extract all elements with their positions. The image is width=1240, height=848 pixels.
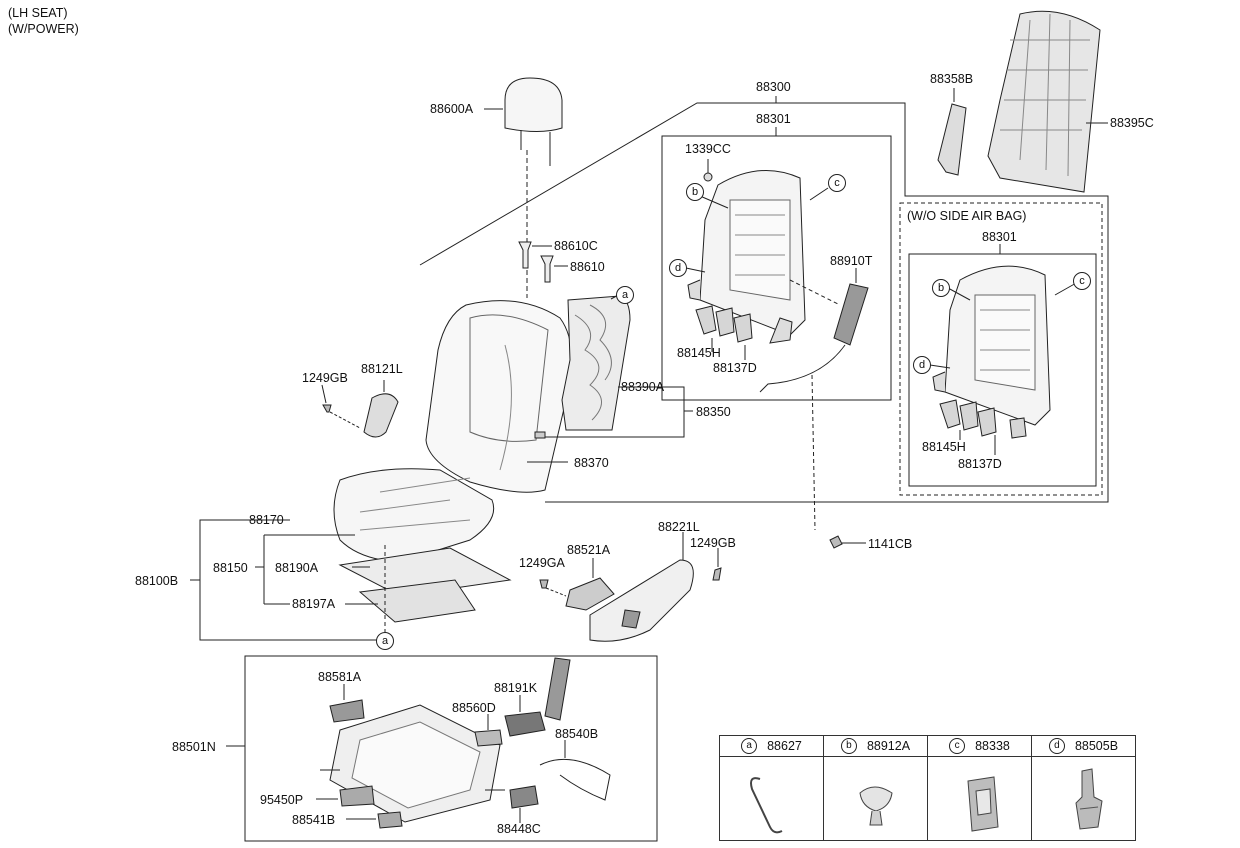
no-airbag-box xyxy=(899,202,1103,496)
label-88301-alt: 88301 xyxy=(982,230,1017,244)
label-88560D: 88560D xyxy=(452,701,496,715)
label-88541B: 88541B xyxy=(292,813,336,827)
legend-part: 88912A xyxy=(866,739,911,753)
callout-d-alt: d xyxy=(913,356,931,374)
legend-key: c xyxy=(949,738,966,754)
label-88910T: 88910T xyxy=(830,254,873,268)
label-88145H: 88145H xyxy=(677,346,721,360)
cushion-leaders xyxy=(190,519,386,641)
side-cover xyxy=(539,558,615,611)
legend-key: a xyxy=(741,738,758,754)
side-airbag xyxy=(759,268,869,549)
label-88170: 88170 xyxy=(249,513,284,527)
legend-key: d xyxy=(1048,738,1065,754)
bracket-clip-icon xyxy=(967,776,999,832)
legend-cell-b: b 88912A xyxy=(824,736,928,840)
label-88145H-alt: 88145H xyxy=(922,440,966,454)
back-board-trim xyxy=(937,88,967,176)
label-88137D-alt: 88137D xyxy=(958,457,1002,471)
legend-table: a 88627 b 88912A c 88338 d 88505B xyxy=(719,735,1136,841)
seatback-frame-alt-brackets xyxy=(939,399,1027,455)
label-88221L: 88221L xyxy=(658,520,700,534)
label-88121L: 88121L xyxy=(361,362,403,376)
label-1141CB: 1141CB xyxy=(868,537,913,551)
clip-hook-icon xyxy=(750,777,783,834)
push-pin-clip-icon xyxy=(859,786,893,826)
label-88501N: 88501N xyxy=(172,740,216,754)
label-88600A: 88600A xyxy=(430,102,474,116)
cushion-frame-parts xyxy=(316,657,611,829)
label-1249GA: 1249GA xyxy=(519,556,565,570)
label-1249GB-left: 1249GB xyxy=(302,371,348,385)
headrest xyxy=(484,77,563,298)
label-88137D: 88137D xyxy=(713,361,757,375)
label-1339CC: 1339CC xyxy=(685,142,731,156)
seatback-assembly-outline xyxy=(419,102,1109,503)
label-88100B: 88100B xyxy=(135,574,179,588)
cushion-pads xyxy=(330,534,512,623)
motor-pin-icon xyxy=(1075,768,1103,830)
label-88197A: 88197A xyxy=(292,597,336,611)
callout-b: b xyxy=(686,183,704,201)
callout-b-alt: b xyxy=(932,279,950,297)
seatback-frame-alt xyxy=(929,265,1079,426)
label-1249GB-right: 1249GB xyxy=(690,536,736,550)
cushion-frame-box-88501N xyxy=(244,655,658,842)
legend-cell-c: c 88338 xyxy=(928,736,1032,840)
callout-a-back: a xyxy=(616,286,634,304)
seat-cushion xyxy=(333,468,495,563)
label-88610: 88610 xyxy=(570,260,605,274)
label-88301: 88301 xyxy=(756,112,791,126)
label-88300: 88300 xyxy=(756,80,791,94)
seatback-cover xyxy=(425,300,573,493)
label-88448C: 88448C xyxy=(497,822,541,836)
callout-a-cushion: a xyxy=(376,632,394,650)
recliner-lever xyxy=(321,380,399,438)
callout-d: d xyxy=(669,259,687,277)
label-88370: 88370 xyxy=(574,456,609,470)
label-88540B: 88540B xyxy=(555,727,599,741)
label-88191K: 88191K xyxy=(494,681,538,695)
legend-part: 88627 xyxy=(767,739,802,753)
seatback-frame-brackets xyxy=(695,305,753,360)
legend-cell-d: d 88505B xyxy=(1032,736,1135,840)
headrest-guides xyxy=(518,241,568,283)
back-board xyxy=(987,10,1108,193)
header-line-1: (LH SEAT) xyxy=(8,6,68,20)
header-line-2: (W/POWER) xyxy=(8,22,79,36)
label-88190A: 88190A xyxy=(275,561,319,575)
frame-box-88301-alt xyxy=(908,253,1097,487)
legend-part: 88505B xyxy=(1074,739,1119,753)
label-88395C: 88395C xyxy=(1110,116,1154,130)
label-88610C: 88610C xyxy=(554,239,598,253)
label-95450P: 95450P xyxy=(260,793,304,807)
label-88521A: 88521A xyxy=(567,543,611,557)
callout-c: c xyxy=(828,174,846,192)
legend-part: 88338 xyxy=(975,739,1010,753)
label-wo-side-airbag: (W/O SIDE AIR BAG) xyxy=(907,209,1027,223)
label-88581A: 88581A xyxy=(318,670,362,684)
label-88150: 88150 xyxy=(213,561,248,575)
back-pad xyxy=(561,292,631,431)
label-88358B: 88358B xyxy=(930,72,974,86)
label-88350: 88350 xyxy=(696,405,731,419)
callout-c-alt: c xyxy=(1073,272,1091,290)
legend-cell-a: a 88627 xyxy=(720,736,824,840)
side-shield xyxy=(589,532,722,642)
label-88390A: 88390A xyxy=(621,380,665,394)
seatback-frame xyxy=(685,159,829,344)
legend-key: b xyxy=(840,738,857,754)
